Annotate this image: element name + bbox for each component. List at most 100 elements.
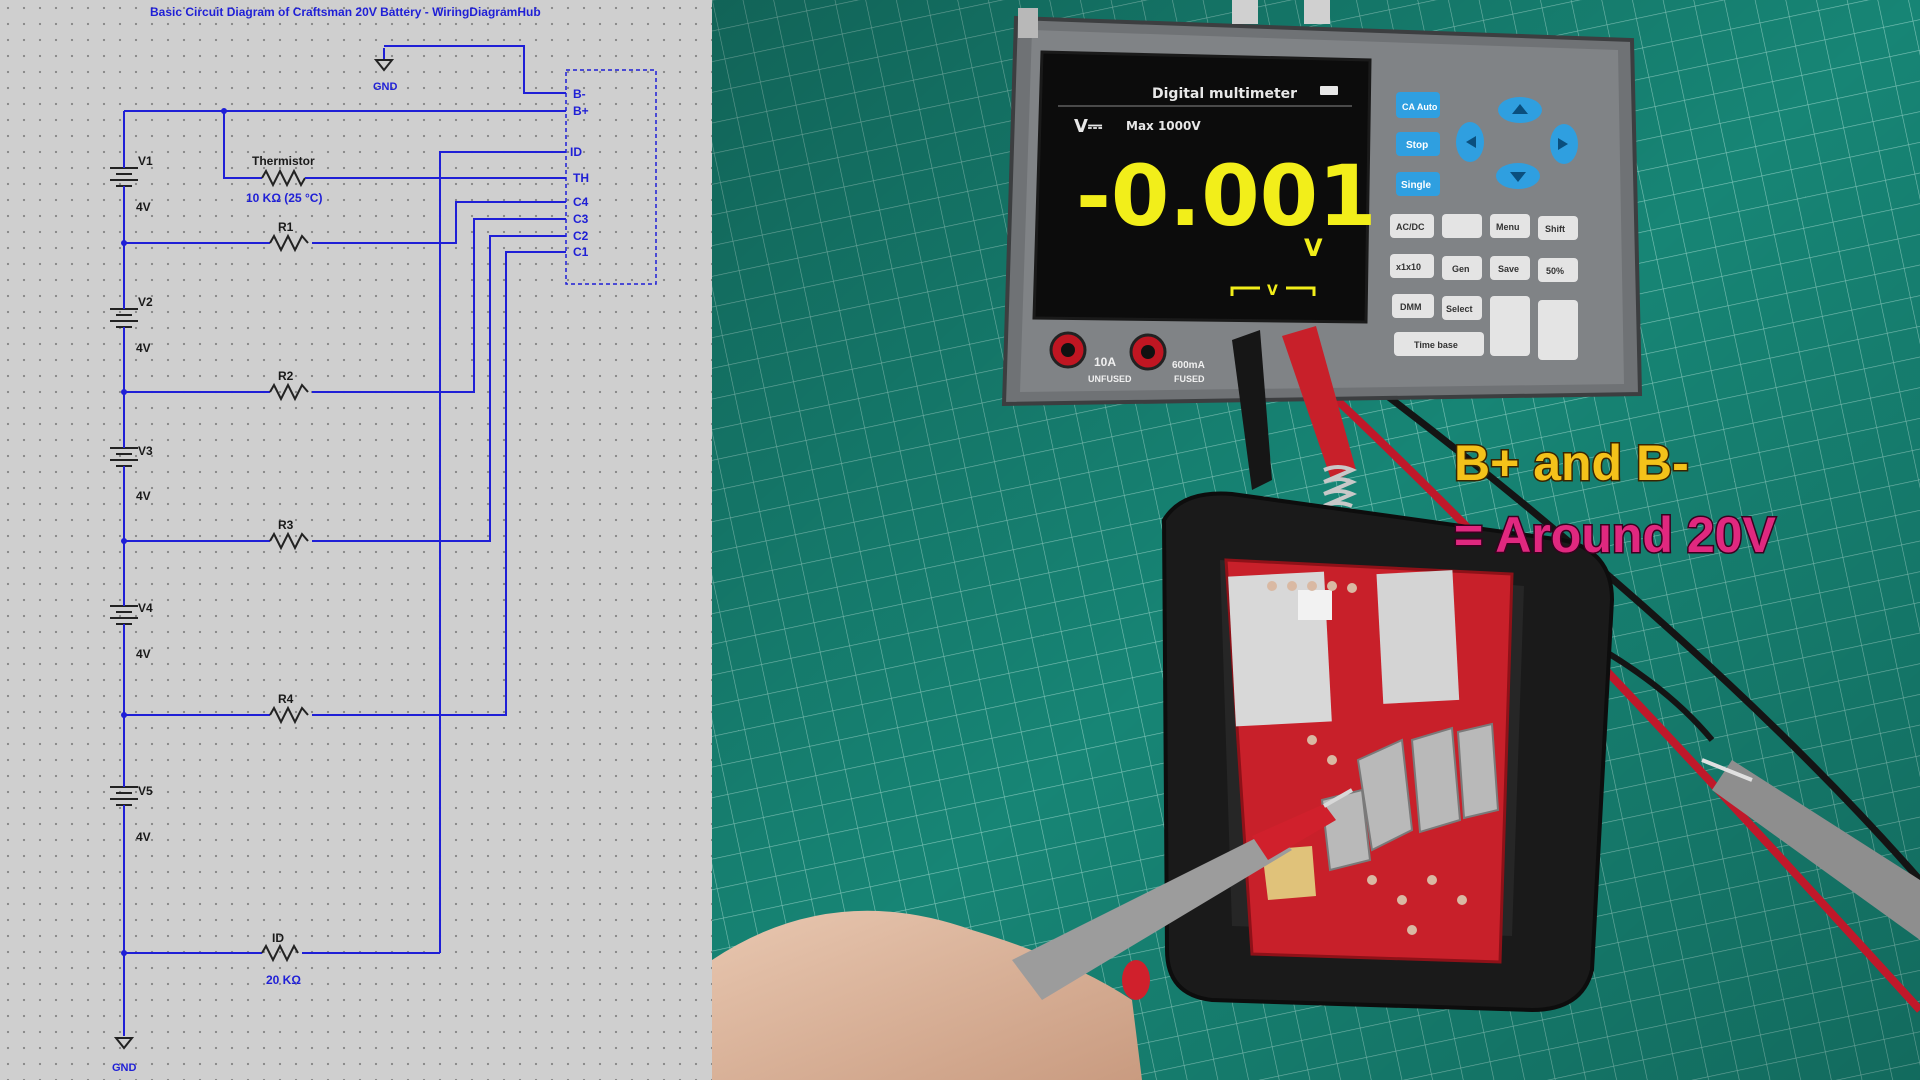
key-auto-label: CA Auto (1402, 102, 1438, 112)
value-id-resistor: 20 KΩ (266, 973, 301, 987)
value-v2: 4V (136, 341, 151, 355)
key-shift-label: Shift (1545, 224, 1565, 234)
key-stop[interactable] (1396, 132, 1440, 156)
key-timebase[interactable] (1394, 332, 1484, 356)
key-single[interactable] (1396, 172, 1440, 196)
mode-indicator: V⎓ (1074, 116, 1103, 137)
cell-v3: V3 4V (110, 444, 153, 503)
label-v3: V3 (138, 444, 153, 458)
multimeter: Digital multimeter V⎓ Max 1000V -0.001 V… (1001, 0, 1643, 490)
probe-handle (1012, 830, 1292, 1000)
thermistor-label: Thermistor (252, 154, 315, 168)
stand-clip-left (1018, 8, 1038, 38)
key-acdc[interactable] (1390, 214, 1434, 238)
key-save[interactable] (1490, 256, 1530, 280)
circuit-schematic: Basic Circuit Diagram of Craftsman 20V B… (0, 0, 712, 1080)
wire-id (439, 151, 566, 953)
junction-4 (121, 712, 127, 718)
jack-ma-label: 600mA (1172, 360, 1205, 371)
overlay-line-1: B+ and B- (1454, 435, 1689, 491)
resistor-id (261, 943, 299, 963)
label-v2: V2 (138, 295, 153, 309)
wire-thermistor-left (223, 111, 262, 179)
hand-with-probe (712, 788, 1353, 1080)
key-dmm-label: DMM (1400, 302, 1422, 312)
label-r2: R2 (278, 369, 294, 383)
measurement-photo: Digital multimeter V⎓ Max 1000V -0.001 V… (712, 0, 1920, 1080)
key-timebase-label: Time base (1414, 340, 1458, 350)
resistor-r4 (269, 705, 309, 725)
gnd-bottom-label: GND (112, 1062, 137, 1074)
wire-c2 (124, 235, 566, 542)
key-gen[interactable] (1442, 256, 1482, 280)
jack-ma-hole (1141, 345, 1155, 359)
key-50-label: 50% (1546, 266, 1564, 276)
value-v4: 4V (136, 647, 151, 661)
pin-b-minus: B- (573, 87, 586, 101)
black-lead-plug (1232, 330, 1272, 490)
range-indicator: Max 1000V (1126, 119, 1201, 133)
label-v1: V1 (138, 154, 153, 168)
pin-c4: C4 (573, 195, 589, 209)
junction-1 (121, 240, 127, 246)
keypad: CA Auto Stop Single AC/DC Menu (1390, 92, 1578, 360)
schematic-canvas: Basic Circuit Diagram of Craftsman 20V B… (110, 5, 657, 1074)
probe-tip (1323, 788, 1353, 808)
multimeter-screen (1032, 50, 1372, 324)
pin-th: TH (573, 171, 589, 185)
screen-title: Digital multimeter (1152, 86, 1297, 102)
key-auto[interactable] (1396, 92, 1440, 118)
key-50[interactable] (1538, 258, 1578, 282)
key-shift[interactable] (1538, 216, 1578, 240)
junction-2 (121, 389, 127, 395)
key-select-label: Select (1446, 304, 1473, 314)
pin-c1: C1 (573, 245, 589, 259)
wire-c3 (124, 218, 566, 393)
gnd-top-label: GND (373, 81, 398, 93)
key-dmm[interactable] (1392, 294, 1434, 318)
spring (1323, 465, 1358, 508)
key-volt-up[interactable] (1490, 296, 1530, 356)
wire-c4 (124, 201, 566, 244)
pin-id: ID (570, 145, 582, 159)
black-probe-tip (1701, 758, 1753, 782)
black-probe (1712, 760, 1920, 940)
label-id-resistor: ID (272, 931, 284, 945)
key-save-label: Save (1498, 264, 1519, 274)
wire-c1 (124, 251, 566, 716)
junction-5 (121, 950, 127, 956)
black-cable (1309, 337, 1920, 883)
key-gen-label: Gen (1452, 264, 1470, 274)
probe-holder-left (1232, 0, 1258, 24)
key-menu[interactable] (1490, 214, 1530, 238)
key-x1x10[interactable] (1390, 254, 1434, 278)
pcb-chip (1298, 590, 1332, 620)
key-select[interactable] (1442, 296, 1482, 320)
key-x1x10-label: x1x10 (1396, 262, 1421, 272)
jack-10a-sub: UNFUSED (1088, 374, 1132, 384)
thermistor-value: 10 KΩ (25 °C) (246, 191, 322, 205)
gnd-bottom-symbol (113, 1037, 135, 1050)
key-acdc-label: AC/DC (1396, 222, 1425, 232)
reading-unit: V (1304, 234, 1323, 262)
pin-c2: C2 (573, 229, 589, 243)
photo-canvas: Digital multimeter V⎓ Max 1000V -0.001 V… (712, 0, 1920, 1080)
cell-v2: V2 4V (110, 295, 153, 355)
battery-pack (1161, 491, 1615, 1013)
probe-holder-right (1304, 0, 1330, 24)
jack-ma-sub: FUSED (1174, 374, 1205, 384)
value-v3: 4V (136, 489, 151, 503)
resistor-r2 (269, 382, 309, 402)
key-stop-label: Stop (1406, 140, 1428, 151)
jack-10a-hole (1061, 343, 1075, 357)
key-volt-down[interactable] (1538, 300, 1578, 360)
resistor-r3 (269, 531, 309, 551)
junction-3 (121, 538, 127, 544)
red-lead-plug (1282, 326, 1356, 482)
key-menu-label: Menu (1496, 222, 1520, 232)
jack-10a-label: 10A (1094, 355, 1116, 369)
key-cal[interactable] (1442, 214, 1482, 238)
terminal-blades (1320, 722, 1500, 872)
reading-display: -0.001 (1076, 147, 1377, 245)
unit-bracket (1230, 286, 1316, 296)
